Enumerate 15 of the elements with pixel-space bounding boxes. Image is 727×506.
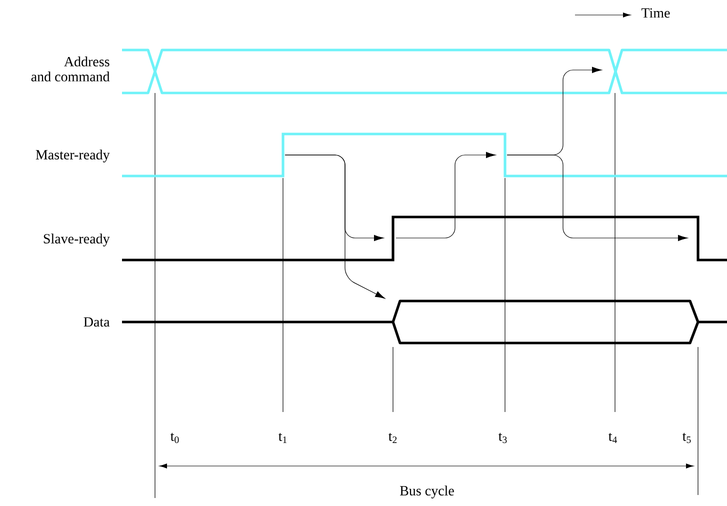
time-label: t$_{4}$ bbox=[608, 432, 617, 444]
time-label: t$_{2}$ bbox=[388, 432, 397, 444]
signal-label: Address and command bbox=[31, 56, 110, 82]
arrow bbox=[284, 154, 385, 299]
arrow bbox=[506, 154, 688, 242]
dimension-label: Bus cycle bbox=[400, 486, 454, 498]
time-label: t$_{5}$ bbox=[682, 432, 691, 444]
signal-label: Master-ready bbox=[36, 150, 110, 162]
time-label: t$_{0}$ bbox=[170, 432, 179, 444]
signal-label: Slave-ready bbox=[44, 234, 110, 246]
signal-label: Data bbox=[84, 317, 110, 327]
arrow bbox=[396, 152, 496, 238]
axis-label: Time bbox=[641, 8, 670, 18]
time-label: t$_{1}$ bbox=[278, 432, 287, 444]
time-label: t$_{3}$ bbox=[498, 432, 507, 444]
